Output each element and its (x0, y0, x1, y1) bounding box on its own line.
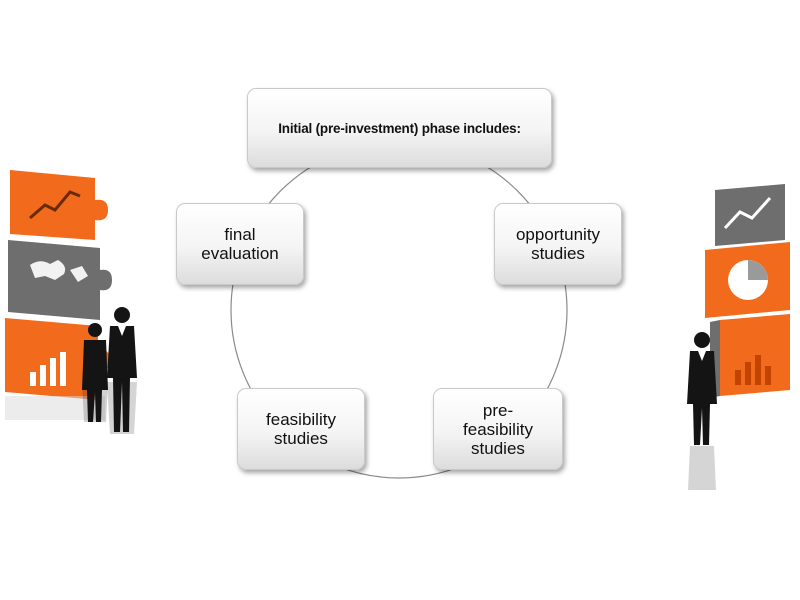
step-label: final evaluation (201, 225, 279, 263)
step-opportunity-studies: opportunity studies (494, 203, 622, 285)
diagram-title-box: Initial (pre-investment) phase includes: (247, 88, 552, 168)
business-people-silhouette (687, 332, 717, 445)
right-puzzle-illustration (687, 184, 790, 490)
world-map-icon (30, 260, 88, 282)
puzzle-stack-illustration (705, 184, 790, 398)
business-people-silhouette (82, 307, 137, 432)
step-pre-feasibility-studies: pre- feasibility studies (433, 388, 563, 470)
bar-chart-icon (30, 352, 66, 386)
step-label: pre- feasibility studies (463, 400, 533, 458)
puzzle-stack-illustration (5, 170, 112, 420)
pie-chart-icon (728, 260, 768, 300)
left-puzzle-illustration (5, 170, 137, 434)
diagram-title: Initial (pre-investment) phase includes: (278, 120, 521, 136)
step-final-evaluation: final evaluation (176, 203, 304, 285)
step-label: opportunity studies (515, 225, 601, 263)
step-feasibility-studies: feasibility studies (237, 388, 365, 470)
bar-chart-icon (735, 355, 771, 385)
step-label: feasibility studies (266, 410, 336, 448)
line-chart-icon (29, 190, 81, 220)
